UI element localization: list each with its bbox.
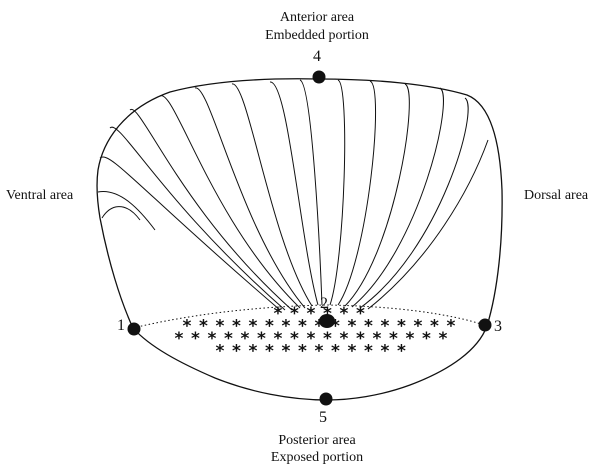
- asterisk-mark: *: [331, 342, 340, 362]
- asterisk-mark: *: [439, 329, 448, 349]
- asterisk-mark: *: [216, 342, 225, 362]
- asterisk-mark: *: [191, 329, 200, 349]
- asterisk-mark: *: [282, 342, 291, 362]
- asterisk-mark: *: [265, 342, 274, 362]
- asterisk-mark: *: [406, 329, 415, 349]
- asterisk-mark: *: [175, 329, 184, 349]
- landmark-2-dot: [319, 314, 335, 328]
- asterisk-mark: *: [315, 342, 324, 362]
- asterisk-mark: *: [298, 342, 307, 362]
- asterisk-mark: *: [348, 342, 357, 362]
- landmark-1-dot: [128, 323, 141, 336]
- asterisk-mark: *: [447, 317, 456, 337]
- asterisk-mark: *: [249, 342, 258, 362]
- asterisk-mark: *: [364, 342, 373, 362]
- radii-group: [98, 80, 488, 310]
- asterisk-mark: *: [232, 342, 241, 362]
- asterisk-mark: *: [397, 342, 406, 362]
- asterisk-mark: *: [381, 342, 390, 362]
- asterisk-mark: *: [422, 329, 431, 349]
- landmark-4-dot: [313, 71, 326, 84]
- landmark-5-dot: [320, 393, 333, 406]
- landmark-3-dot: [479, 319, 492, 332]
